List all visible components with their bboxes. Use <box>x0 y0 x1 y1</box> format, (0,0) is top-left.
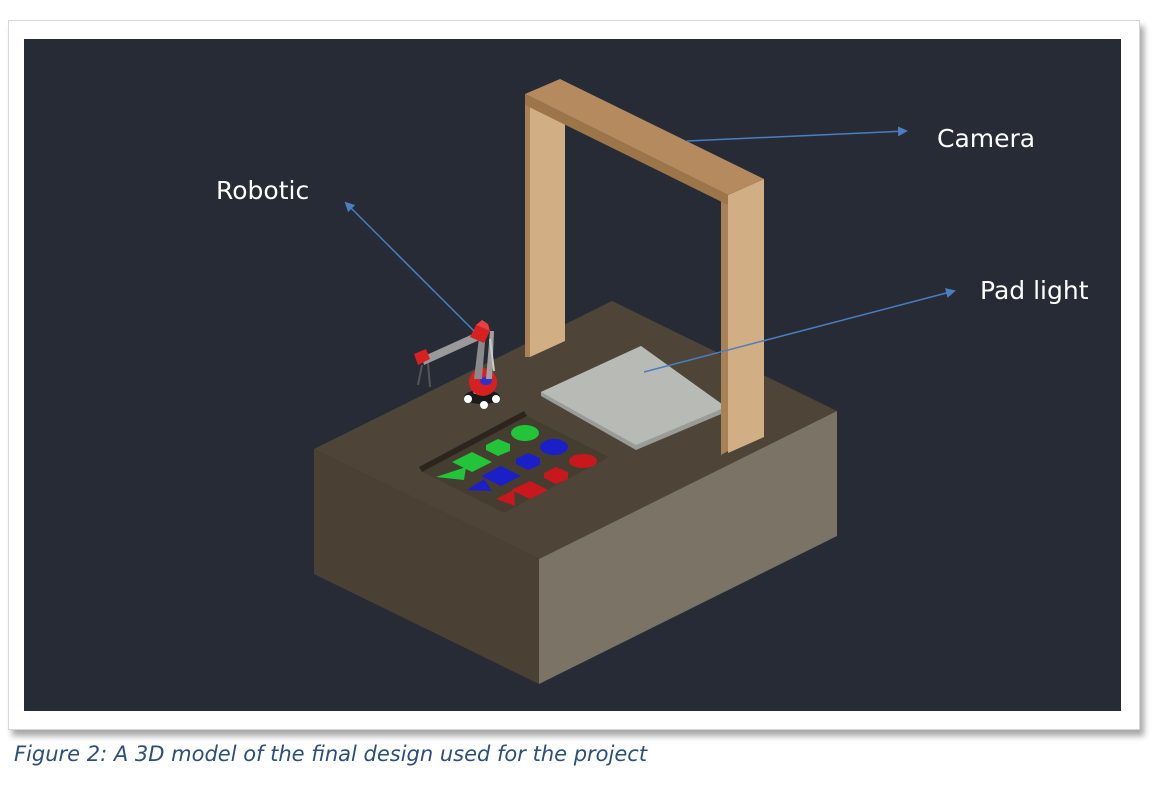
pad-light-arrow <box>643 288 956 373</box>
frame-front <box>525 79 764 455</box>
box-top-face <box>314 301 837 559</box>
frame-top-beam-top <box>525 79 764 195</box>
arm-gripper-mount <box>414 349 430 365</box>
camera-arrow <box>686 126 908 142</box>
frame-front-post-side <box>721 195 728 455</box>
arm-base-plate <box>464 390 500 404</box>
label-camera: Camera <box>937 124 1036 153</box>
robotic-arm <box>414 320 500 409</box>
red-hexagon <box>544 467 568 484</box>
green-triangle <box>436 467 466 480</box>
figure-caption: Figure 2: A 3D model of the final design… <box>14 742 648 766</box>
label-robotic: Robotic <box>216 176 310 205</box>
red-square <box>511 481 548 499</box>
red-circle <box>569 454 597 468</box>
box-left-face <box>314 449 539 684</box>
blue-square <box>481 466 521 486</box>
blue-hexagon <box>516 453 540 470</box>
frame-top-beam-side <box>525 94 728 205</box>
arm-shoulder <box>470 325 490 343</box>
green-square <box>452 452 492 472</box>
robotic-arrow <box>344 201 475 332</box>
label-pad-light: Pad light <box>980 276 1089 305</box>
3d-model-drawing <box>314 79 956 684</box>
shape-tray <box>419 411 609 513</box>
arm-forearm <box>422 329 486 365</box>
box-right-face <box>539 411 837 684</box>
green-hexagon <box>486 439 510 456</box>
frame-back-post <box>525 99 565 357</box>
frame-front-post <box>728 179 764 453</box>
colored-shapes <box>436 425 597 506</box>
3d-model-scene <box>24 39 1121 711</box>
pad-light <box>541 346 726 450</box>
blue-circle <box>540 439 568 455</box>
green-circle <box>511 425 539 441</box>
blue-triangle <box>467 479 492 491</box>
base-box <box>314 301 837 684</box>
red-triangle <box>496 490 515 506</box>
